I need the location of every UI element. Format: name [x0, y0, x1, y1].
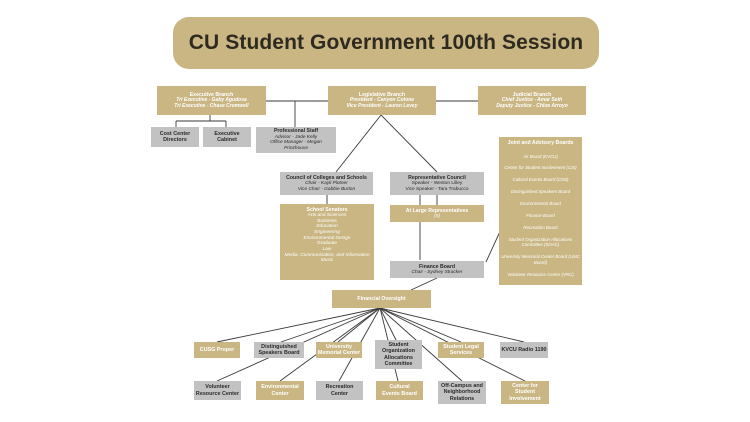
environmental-center-label: Environmental Center	[261, 384, 299, 397]
judicial-branch-box: Judicial Branch Chief Justice - Amar Set…	[478, 86, 586, 115]
council-colleges-line1: Chair - Kayli Plotner	[305, 180, 348, 186]
cusg-proper-label: CUSG Proper	[199, 346, 235, 353]
executive-cabinet-box: Executive Cabinet	[203, 127, 251, 147]
joint-board-item: Center for Student Involvement (CSI)	[504, 165, 577, 171]
soac-label: Student Organization Allocations Committ…	[382, 341, 415, 367]
council-colleges-heading: Council of Colleges and Schools	[286, 174, 367, 181]
executive-branch-line2: Tri Executive - Chase Cromwell	[174, 102, 249, 109]
school-senator-item: Law	[322, 247, 332, 253]
professional-staff-line2: Office Manager - Megan Prinzhouse	[270, 140, 322, 151]
center-student-involvement-label: Center for Student Involvement	[509, 382, 541, 402]
page-title: CU Student Government 100th Session	[188, 31, 584, 54]
school-senator-item: Business	[317, 218, 337, 224]
professional-staff-line1: Advisor - Jade Kelly	[274, 134, 318, 140]
financial-oversight-label: Financial Oversight	[357, 295, 406, 302]
school-senator-item: Music	[320, 258, 334, 264]
school-senator-item: Graduate	[316, 241, 337, 247]
joint-board-item: Volunteer Resource Center (VRC)	[507, 271, 574, 277]
kvcu-radio-box: KVCU Radio 1190	[500, 342, 548, 358]
joint-board-item: Distinguished Speakers Board	[510, 189, 571, 195]
school-senator-item: Media, Communication, and Information	[284, 252, 370, 258]
judicial-branch-heading: Judicial Branch	[512, 91, 552, 98]
executive-branch-box: Executive Branch Tri Executive - Gaby Ag…	[157, 86, 266, 115]
school-senators-box: School Senators Arts and Sciences Busine…	[280, 204, 374, 280]
recreation-center-box: Recreation Center	[316, 381, 363, 400]
joint-advisory-boards-heading: Joint and Advisory Boards	[507, 140, 574, 146]
student-legal-services-label: Student Legal Services	[443, 343, 479, 356]
volunteer-resource-center-box: Volunteer Resource Center	[194, 381, 241, 400]
professional-staff-heading: Professional Staff	[273, 128, 319, 135]
executive-branch-line1: Tri Executive - Gaby Agudosa	[176, 96, 247, 103]
soac-box: Student Organization Allocations Committ…	[375, 340, 422, 369]
representative-council-line2: Vice Speaker - Tara Trabucco	[405, 186, 469, 192]
joint-advisory-boards-box: Joint and Advisory Boards Air Board (KVC…	[499, 137, 582, 285]
representative-council-line1: Speaker - Weston Lilley	[411, 180, 463, 186]
judicial-branch-line2: Deputy Justice - Chloe Arroyo	[496, 102, 568, 109]
school-senators-heading: School Senators	[306, 207, 348, 213]
legislative-branch-heading: Legislative Branch	[358, 91, 406, 98]
legislative-branch-box: Legislative Branch President - Canyon Cu…	[328, 86, 436, 115]
school-senator-item: Environmental Design	[303, 235, 351, 241]
recreation-center-label: Recreation Center	[325, 384, 354, 397]
joint-board-item: Air Board (KVCU)	[523, 153, 558, 159]
cost-center-directors-box: Cost Center Directors	[151, 127, 199, 147]
school-senator-item: Education	[316, 224, 338, 230]
cost-center-directors-label: Cost Center Directors	[159, 130, 191, 143]
finance-board-box: Finance Board Chair - Sydney Stracker	[390, 261, 484, 278]
finance-board-heading: Finance Board	[418, 263, 456, 270]
joint-board-item: University Memorial Center Board (UMC Bo…	[501, 254, 580, 265]
legislative-branch-line2: Vice President - Lauren Levey	[346, 102, 418, 109]
executive-branch-heading: Executive Branch	[189, 91, 234, 98]
council-colleges-line2: Vice Chair - Gabbie Burton	[297, 186, 356, 192]
environmental-center-box: Environmental Center	[256, 381, 304, 400]
financial-oversight-box: Financial Oversight	[332, 290, 431, 308]
kvcu-radio-label: KVCU Radio 1190	[501, 346, 547, 353]
council-colleges-box: Council of Colleges and Schools Chair - …	[280, 172, 373, 195]
university-memorial-center-box: University Memorial Center	[316, 342, 362, 358]
at-large-representatives-count: (5)	[434, 213, 440, 219]
finance-board-line1: Chair - Sydney Stracker	[411, 269, 463, 275]
volunteer-resource-center-label: Volunteer Resource Center	[195, 384, 240, 397]
at-large-representatives-box: At Large Representatives (5)	[390, 205, 484, 222]
judicial-branch-line1: Chief Justice - Amar Seth	[501, 96, 563, 103]
joint-board-item: Student Organization Allocations Committ…	[508, 237, 573, 248]
school-senator-item: Arts and Sciences	[307, 213, 347, 219]
representative-council-heading: Representative Council	[408, 174, 466, 181]
student-legal-services-box: Student Legal Services	[438, 342, 484, 358]
at-large-representatives-heading: At Large Representatives	[405, 207, 469, 214]
university-memorial-center-label: University Memorial Center	[317, 343, 361, 356]
cusg-proper-box: CUSG Proper	[194, 342, 240, 358]
center-student-involvement-box: Center for Student Involvement	[501, 381, 549, 404]
executive-cabinet-label: Executive Cabinet	[214, 130, 240, 143]
page-title-box: CU Student Government 100th Session	[173, 17, 599, 69]
joint-board-item: Environmental Board	[519, 201, 561, 207]
legislative-branch-line1: President - Canyon Cutone	[349, 96, 415, 103]
off-campus-relations-label: Off-Campus and Neighborhood Relations	[441, 382, 483, 402]
professional-staff-box: Professional Staff Advisor - Jade Kelly …	[256, 127, 336, 153]
distinguished-speakers-box: Distinguished Speakers Board	[254, 342, 304, 358]
representative-council-box: Representative Council Speaker - Weston …	[390, 172, 484, 195]
joint-board-item: Recreation Board	[523, 225, 558, 231]
cultural-events-board-box: Cultural Events Board	[376, 381, 423, 400]
joint-board-item: Finance Board	[526, 213, 555, 219]
school-senator-item: Engineering	[314, 230, 340, 236]
joint-board-item: Cultural Events Board (CEB)	[512, 177, 569, 183]
distinguished-speakers-label: Distinguished Speakers Board	[258, 343, 300, 356]
off-campus-relations-box: Off-Campus and Neighborhood Relations	[438, 381, 486, 404]
cultural-events-board-label: Cultural Events Board	[382, 384, 417, 397]
